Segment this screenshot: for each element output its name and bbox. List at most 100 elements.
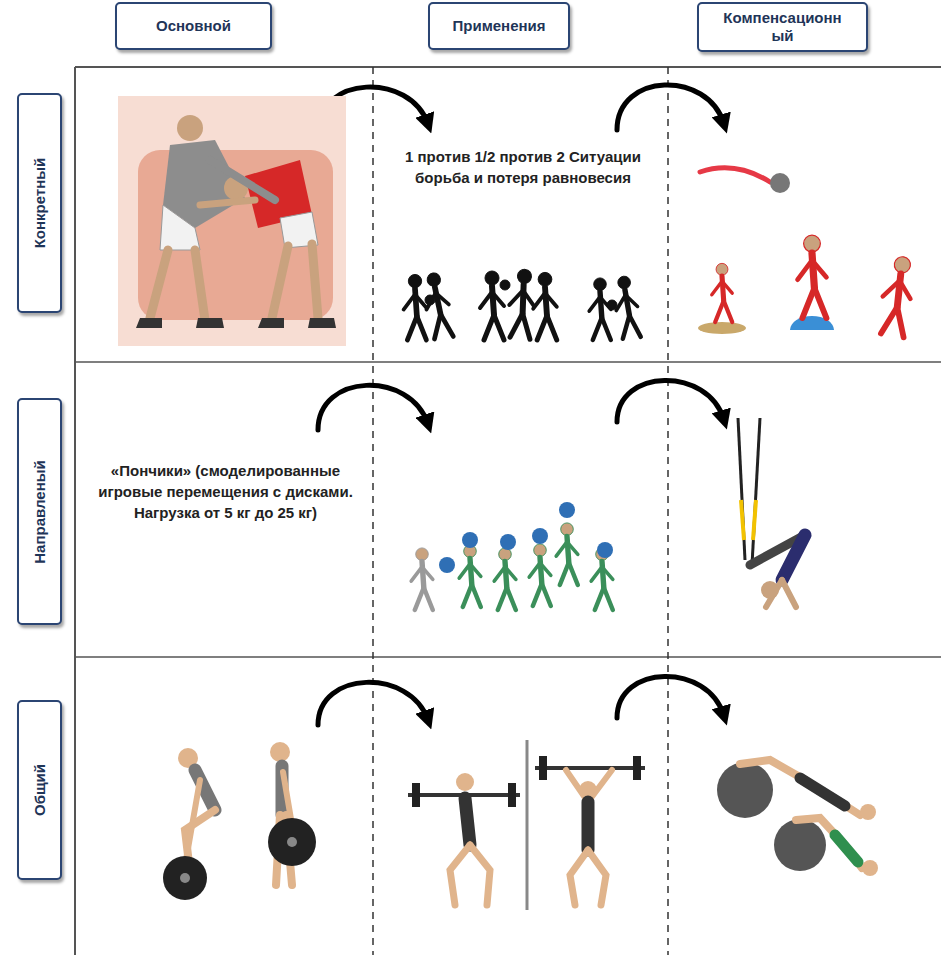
ball-movement-picture bbox=[462, 532, 478, 548]
wrestling-picture bbox=[312, 244, 318, 318]
curved-arrow bbox=[318, 682, 428, 725]
wrestling-picture bbox=[210, 160, 275, 200]
curved-arrow bbox=[318, 385, 428, 430]
ball-movement-picture bbox=[532, 528, 548, 544]
row-title: Общий bbox=[31, 764, 49, 816]
glute-bridge-picture bbox=[774, 819, 826, 871]
silhouette-players bbox=[506, 268, 537, 339]
barbell-picture bbox=[465, 798, 470, 845]
suspension-training-picture bbox=[738, 418, 745, 560]
row-title: Конкретный bbox=[31, 158, 49, 249]
suspension-training-picture bbox=[752, 418, 760, 565]
deadlift-picture bbox=[268, 818, 316, 866]
deadlift-picture bbox=[163, 742, 316, 900]
column-title: Компенсационн ый bbox=[723, 9, 841, 45]
suspension-training-picture bbox=[761, 581, 779, 599]
suspension-training-picture bbox=[741, 500, 744, 540]
ball-movement-picture bbox=[439, 557, 455, 573]
ball-movement-picture bbox=[411, 548, 433, 610]
barbell-picture bbox=[526, 740, 529, 910]
deadlift-picture bbox=[186, 780, 200, 860]
curved-arrow bbox=[617, 380, 724, 422]
deadlift-picture bbox=[180, 873, 190, 883]
wrestling-picture bbox=[177, 115, 203, 141]
row-header-box: Общий bbox=[17, 700, 62, 880]
column-title: Применения bbox=[452, 17, 545, 35]
grid-frame bbox=[75, 361, 941, 363]
silhouette-players bbox=[533, 272, 557, 340]
wrestling-picture bbox=[258, 318, 284, 328]
wrestling-picture bbox=[150, 250, 168, 318]
grid-frame bbox=[667, 67, 669, 955]
glute-bridge-picture bbox=[717, 762, 773, 818]
glute-bridge-picture bbox=[796, 818, 862, 868]
balance-training-picture bbox=[698, 322, 746, 334]
silhouette-players bbox=[425, 295, 435, 305]
suspension-training-picture bbox=[753, 500, 756, 540]
glute-bridge-picture bbox=[835, 835, 858, 862]
ball-movement-picture bbox=[459, 545, 481, 607]
deadlift-picture bbox=[270, 742, 290, 762]
barbell-picture bbox=[588, 850, 606, 905]
row-title: Направленый bbox=[31, 460, 49, 564]
grid-frame bbox=[75, 656, 941, 658]
balance-training-picture bbox=[698, 168, 917, 338]
ball-movement-picture bbox=[597, 542, 613, 558]
deadlift-picture bbox=[283, 772, 292, 825]
ball-movement-picture bbox=[556, 523, 578, 585]
wrestling-picture bbox=[118, 96, 346, 346]
suspension-training-picture bbox=[738, 418, 805, 607]
silhouette-players bbox=[607, 300, 617, 310]
column-title: Основной bbox=[156, 17, 231, 35]
grid-frame bbox=[74, 67, 76, 955]
silhouette-players bbox=[422, 272, 454, 340]
barbell-picture bbox=[539, 756, 547, 780]
wrestling-picture bbox=[118, 96, 346, 346]
barbell-picture bbox=[508, 783, 516, 807]
glute-bridge-picture bbox=[717, 760, 878, 876]
deadlift-picture bbox=[163, 856, 207, 900]
glute-bridge-picture bbox=[860, 804, 876, 820]
wrestling-picture bbox=[195, 250, 205, 320]
barbell-picture bbox=[450, 845, 470, 905]
curved-arrow bbox=[617, 676, 724, 718]
wrestling-picture bbox=[308, 318, 336, 328]
barbell-picture bbox=[470, 845, 490, 905]
barbell-picture bbox=[412, 783, 420, 807]
silhouette-players bbox=[404, 274, 427, 340]
row-header-box: Направленый bbox=[17, 398, 62, 625]
column-header-box: Применения bbox=[428, 2, 570, 50]
cell-note: «Пончики» (смоделированные игровые перем… bbox=[98, 460, 353, 523]
suspension-training-picture bbox=[782, 535, 805, 580]
barbell-picture bbox=[408, 740, 645, 910]
barbell-picture bbox=[582, 802, 595, 850]
column-header-box: Основной bbox=[115, 2, 272, 50]
cell-note: 1 против 1/2 против 2 Ситуации борьба и … bbox=[388, 146, 658, 188]
wrestling-picture bbox=[160, 205, 200, 250]
silhouette-players bbox=[480, 271, 504, 340]
suspension-training-picture bbox=[782, 580, 796, 607]
row-header-box: Конкретный bbox=[17, 93, 62, 313]
balance-training-picture bbox=[712, 263, 732, 322]
glute-bridge-picture bbox=[800, 778, 845, 806]
curved-arrow bbox=[617, 85, 724, 130]
ball-movement-picture bbox=[529, 544, 551, 606]
grid-frame bbox=[372, 67, 374, 955]
silhouette-players bbox=[500, 280, 510, 290]
balance-training-picture bbox=[770, 173, 790, 193]
barbell-picture bbox=[570, 850, 588, 905]
glute-bridge-picture bbox=[862, 860, 878, 876]
deadlift-picture bbox=[287, 837, 297, 847]
glute-bridge-picture bbox=[740, 760, 860, 815]
wrestling-picture bbox=[196, 318, 224, 328]
barbell-picture bbox=[456, 773, 474, 791]
wrestling-picture bbox=[272, 246, 288, 318]
balance-training-picture bbox=[700, 168, 770, 182]
silhouette-players bbox=[589, 278, 611, 340]
balance-training-picture bbox=[798, 235, 827, 318]
barbell-picture bbox=[535, 766, 645, 770]
silhouette-players bbox=[404, 268, 641, 340]
wrestling-picture bbox=[200, 200, 255, 205]
wrestling-picture bbox=[136, 318, 162, 328]
